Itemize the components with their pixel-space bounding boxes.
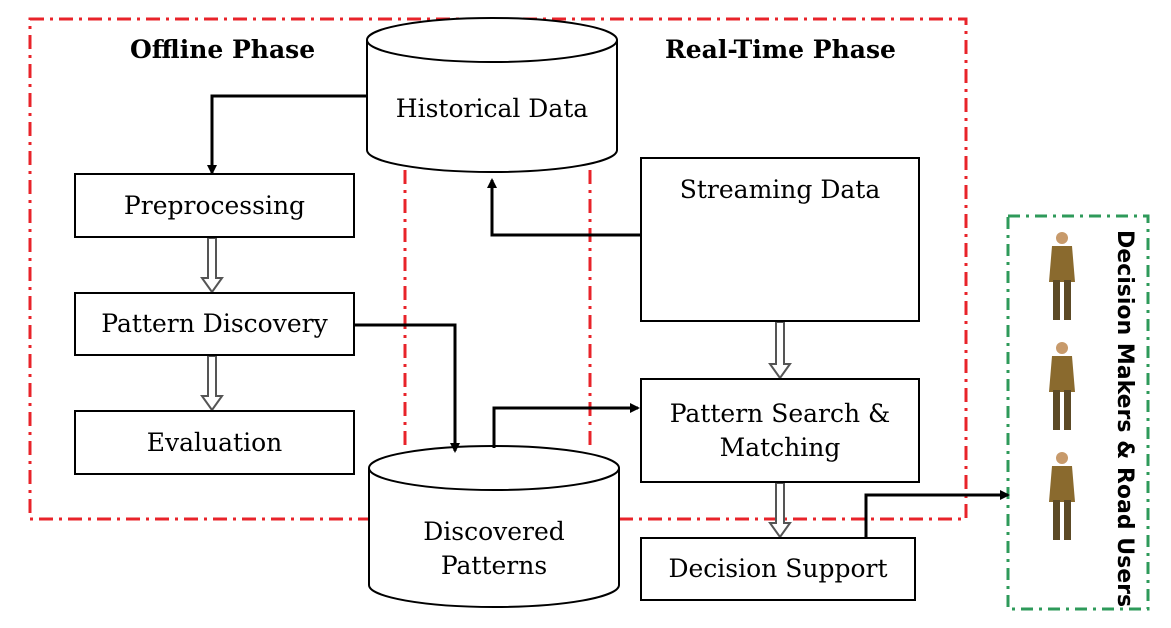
arrow-patterns-to-search <box>492 403 640 448</box>
discovered-patterns-line1: Discovered <box>423 517 565 546</box>
users-group-label: Decision Makers & Road Users <box>1112 230 1137 608</box>
hollow-arrow-pre-to-discovery <box>200 237 224 294</box>
decision-support-box: Decision Support <box>640 537 916 601</box>
pattern-discovery-box: Pattern Discovery <box>74 292 355 356</box>
evaluation-box: Evaluation <box>74 410 355 475</box>
realtime-phase-title: Real-Time Phase <box>665 35 896 64</box>
pattern-search-box: Pattern Search & Matching <box>640 378 920 483</box>
hollow-arrow-discovery-to-eval <box>200 355 224 412</box>
arrow-streaming-to-historical <box>487 178 640 237</box>
streaming-data-box: Streaming Data <box>640 157 920 322</box>
pattern-search-line1: Pattern Search & <box>669 398 891 428</box>
person-figure-icon <box>1049 452 1075 540</box>
arrow-discovery-to-patterns <box>355 323 460 453</box>
arrow-historical-to-preprocessing <box>207 94 367 175</box>
discovered-patterns-cylinder <box>368 445 620 608</box>
users-group-border <box>1006 214 1150 611</box>
historical-data-cylinder <box>366 17 618 173</box>
person-figure-icon <box>1049 342 1075 430</box>
hollow-arrow-stream-to-search <box>768 321 792 380</box>
pattern-search-line2: Matching <box>719 432 841 462</box>
hollow-arrow-search-to-decision <box>768 482 792 539</box>
person-figure-icon <box>1049 232 1075 320</box>
streaming-data-label: Streaming Data <box>679 175 881 204</box>
historical-data-label: Historical Data <box>395 94 589 123</box>
preprocessing-box: Preprocessing <box>74 173 355 238</box>
discovered-patterns-label: Discovered Patterns <box>369 515 619 583</box>
arrow-decision-to-users <box>864 490 1010 540</box>
discovered-patterns-line2: Patterns <box>440 550 548 580</box>
offline-phase-title: Offline Phase <box>130 35 316 64</box>
